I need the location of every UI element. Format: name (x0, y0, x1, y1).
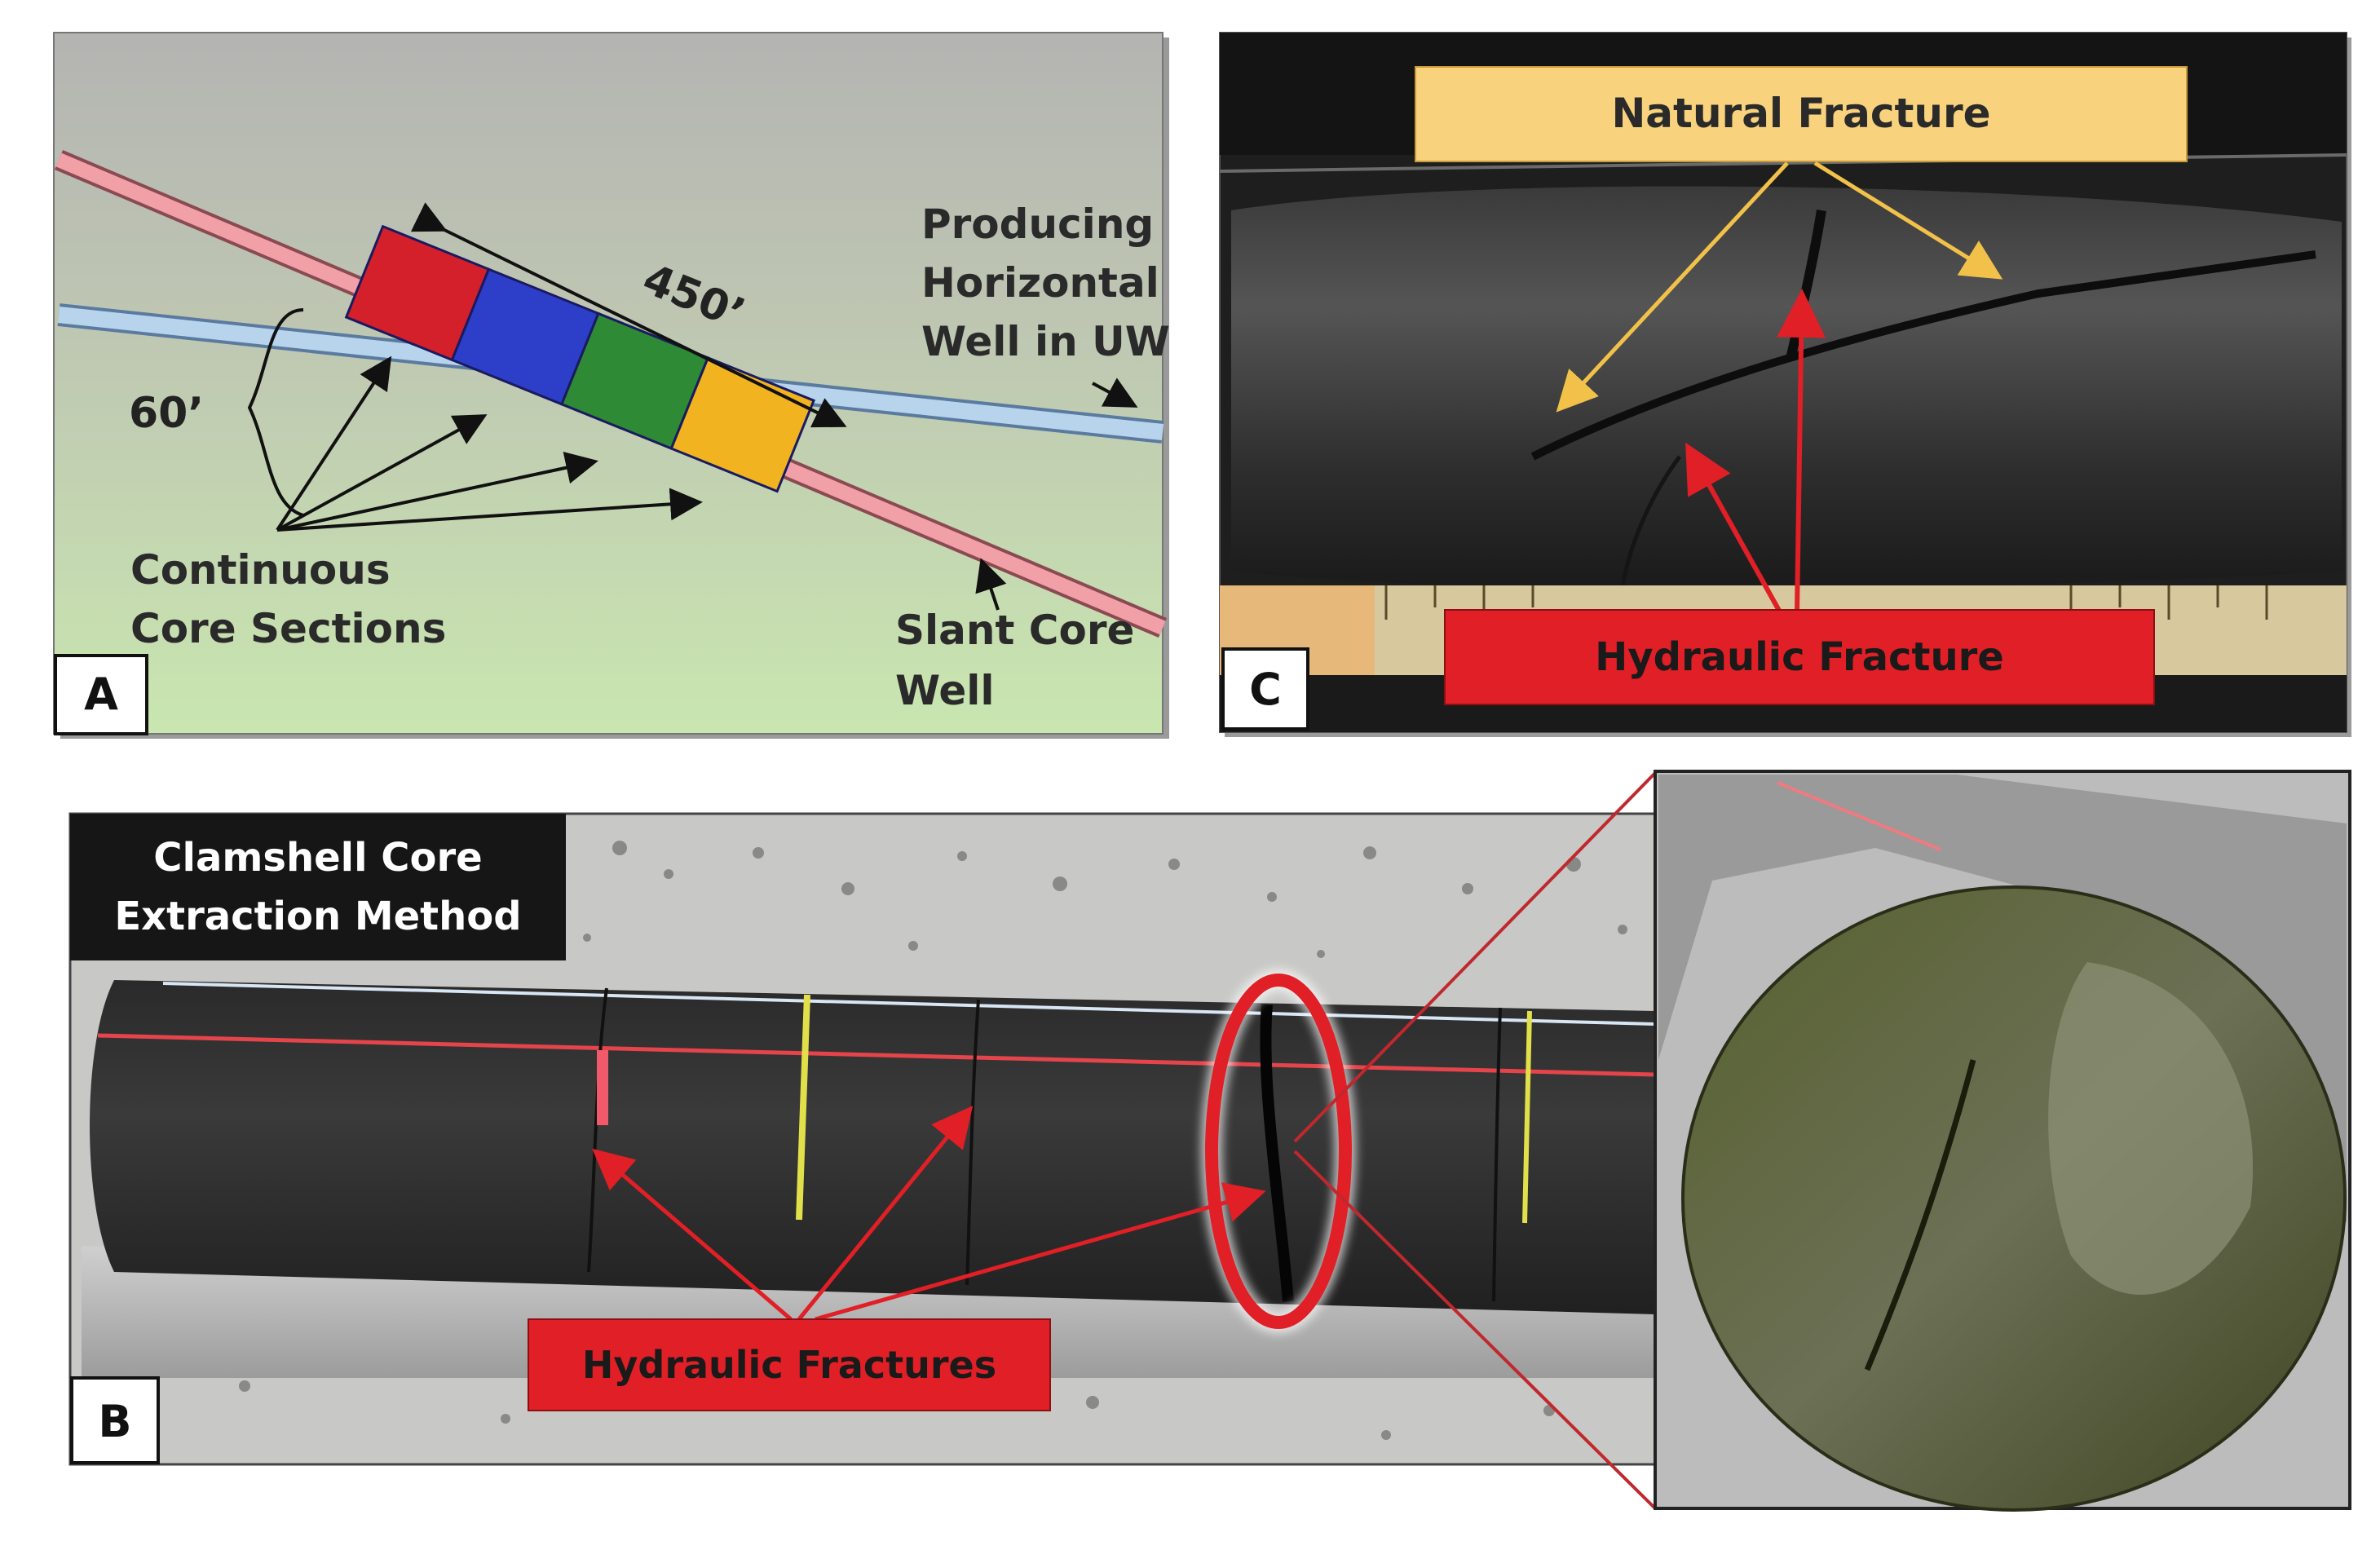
zoom-core-side (1658, 775, 2347, 1223)
zoom-end-face-light-patch (2048, 962, 2254, 1295)
zoom-orientation-line (1777, 781, 1941, 851)
natural-fracture-callout-box (1415, 66, 2188, 162)
core-orientation-line-red (97, 1033, 1656, 1077)
depth-marking-2 (1522, 1010, 1532, 1224)
method-title-box (70, 814, 566, 960)
slant-well-label-line-1: Slant Core (895, 607, 1134, 654)
panel-c-rock-core (1231, 186, 2342, 589)
natural-fracture-arrow-right (1813, 161, 2003, 280)
producing-well-label-line-2: Horizontal (921, 259, 1159, 307)
pointer-arrow-2 (276, 414, 488, 532)
panel-b-rock-core (90, 980, 1655, 1314)
core-sections-label-line-1: Continuous (130, 546, 391, 594)
pointer-arrow-3 (276, 452, 598, 532)
natural-fracture-arrow-left (1556, 161, 1789, 413)
slant-well-label-line-2: Well (895, 667, 995, 714)
natural-fracture-callout: Natural Fracture (1611, 90, 1990, 137)
panel-c-letter-box (1221, 647, 1309, 731)
pointer-arrow-4 (276, 488, 703, 532)
hydraulic-arrow-2 (797, 1106, 974, 1321)
slant-well-pointer (975, 558, 1007, 611)
panel-a-letter: A (84, 669, 118, 720)
zoom-connector-top (1293, 771, 1657, 1143)
panel-b-letter-box (70, 1376, 160, 1464)
panel-c-letter: C (1249, 664, 1282, 715)
secondary-fracture-line (1620, 455, 1682, 588)
zoom-inset (1293, 770, 2351, 1512)
open-hydraulic-fracture (1260, 1004, 1294, 1302)
pointer-arrow-1 (276, 355, 392, 532)
natural-fracture-line (1530, 250, 2316, 461)
fracture-highlight-ellipse (1205, 974, 1352, 1329)
panel-a-letter-box (54, 654, 148, 735)
spacing-brace (247, 308, 304, 517)
hydraulic-fractures-callout: Hydraulic Fractures (582, 1343, 996, 1387)
hydraulic-arrow-3 (815, 1182, 1266, 1322)
zoom-fracture-trace (1864, 1059, 1976, 1371)
producing-well-label-line-1: Producing (921, 201, 1154, 248)
core-orientation-line-white (162, 982, 1656, 1026)
hydraulic-fractures-callout-box (528, 1318, 1051, 1411)
producing-well-pointer (1092, 378, 1138, 408)
zoom-connector-bottom (1293, 1150, 1657, 1510)
hydraulic-fracture-arrow-left (1685, 442, 1785, 618)
depth-marking-1 (796, 994, 810, 1221)
method-title-line-2: Extraction Method (114, 894, 521, 939)
hydraulic-arrow-1 (592, 1148, 793, 1321)
core-sections-label-line-2: Core Sections (130, 605, 446, 652)
hydraulic-fractures-arrows (592, 1106, 1266, 1322)
panel-b-letter: B (98, 1396, 131, 1447)
spacing-dimension-label: 60’ (129, 389, 204, 438)
panel-a: 450’ 60’ Producing Horizontal Well in UW… (53, 32, 1170, 739)
panel-b: Clamshell Core Extraction Method Hydraul… (68, 812, 1657, 1466)
length-dimension-arrow (410, 202, 847, 428)
producing-well-label-line-3: Well in UW (921, 318, 1170, 365)
pink-marking (597, 1050, 608, 1125)
method-title-line-1: Clamshell Core (153, 835, 482, 881)
hydraulic-fracture-callout: Hydraulic Fracture (1595, 634, 2004, 680)
core-pointer-arrows (276, 355, 703, 532)
hydraulic-fracture-line (1786, 210, 1826, 360)
panel-c: Natural Fracture Hydraulic Fracture C (1219, 32, 2351, 737)
hydraulic-fracture-arrow-up (1777, 289, 1826, 612)
hydraulic-fracture-callout-box (1444, 609, 2155, 705)
